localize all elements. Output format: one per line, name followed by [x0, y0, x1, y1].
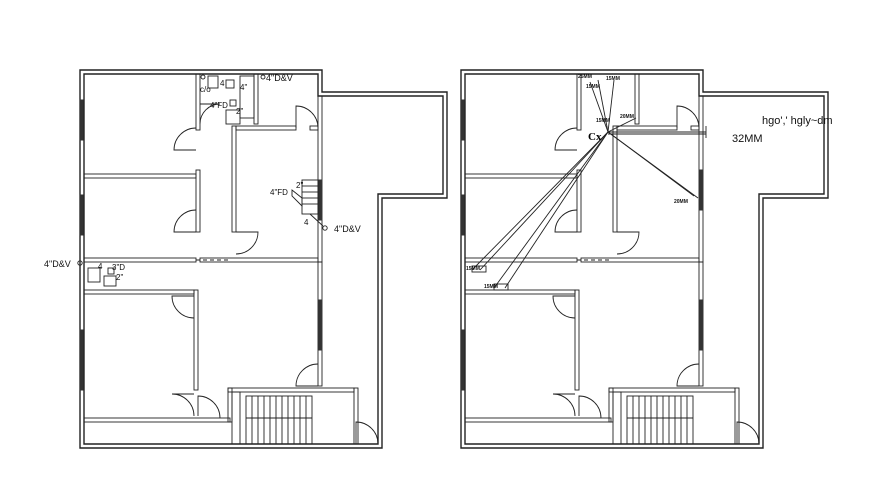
label-pipe-15mm-c: 15MM: [596, 118, 610, 124]
doors-right: [552, 105, 760, 445]
label-fd-top: 4"FD: [210, 101, 228, 110]
right-floor-plan: Cx 32MM hgo',' hgly~dm 25MM 15MM 15MM 15…: [460, 69, 833, 449]
label-num-2a: 2": [236, 107, 243, 116]
interior-walls-left: [83, 73, 359, 445]
interior-walls-right: [464, 73, 740, 445]
windows-left: [79, 99, 322, 391]
label-dv-top: 4"D&V: [266, 73, 293, 83]
staircase-right: [626, 395, 694, 445]
label-co: c/o: [200, 85, 211, 94]
label-noise-text: hgo',' hgly~dm: [762, 115, 833, 127]
label-dv-left: 4"D&V: [44, 259, 71, 269]
label-32mm: 32MM: [732, 133, 763, 145]
label-num-2c: 2": [116, 273, 123, 282]
label-num-4d: 4: [98, 262, 103, 271]
label-pipe-25mm: 25MM: [578, 74, 592, 80]
label-num-4b: 4": [240, 83, 247, 92]
outer-walls-left: [79, 69, 448, 449]
label-pipe-15mm-e: 15MM: [484, 284, 498, 290]
left-floor-plan: 4"D&V 4"D&V 4"D&V 4"FD 4"FD c/o 4 4" 2" …: [44, 69, 448, 449]
label-dv-mid: 4"D&V: [334, 224, 361, 234]
outer-walls-right: [460, 69, 829, 449]
annotations-left: 4"D&V 4"D&V 4"D&V 4"FD 4"FD c/o 4 4" 2" …: [44, 73, 361, 282]
pipe-routes-right: [471, 79, 707, 291]
doors-left: [171, 103, 379, 445]
label-pipe-20mm-b: 20MM: [674, 199, 688, 205]
label-pipe-15mm-b: 15MM: [586, 84, 600, 90]
label-num-3: 3"D: [112, 263, 125, 272]
label-cx: Cx: [588, 131, 602, 143]
label-num-4a: 4: [220, 79, 225, 88]
label-pipe-20mm-a: 20MM: [620, 114, 634, 120]
label-num-4c: 4: [304, 218, 309, 227]
staircase-left: [245, 395, 313, 445]
plumbing-fixtures-left: [77, 74, 328, 287]
windows-right: [460, 99, 703, 391]
annotations-right: Cx 32MM hgo',' hgly~dm 25MM 15MM 15MM 15…: [466, 74, 833, 290]
label-pipe-15mm-d: 15MM: [466, 266, 480, 272]
label-fd-mid: 4"FD: [270, 188, 288, 197]
label-pipe-15mm-a: 15MM: [606, 76, 620, 82]
label-num-2b: 2": [296, 181, 303, 190]
